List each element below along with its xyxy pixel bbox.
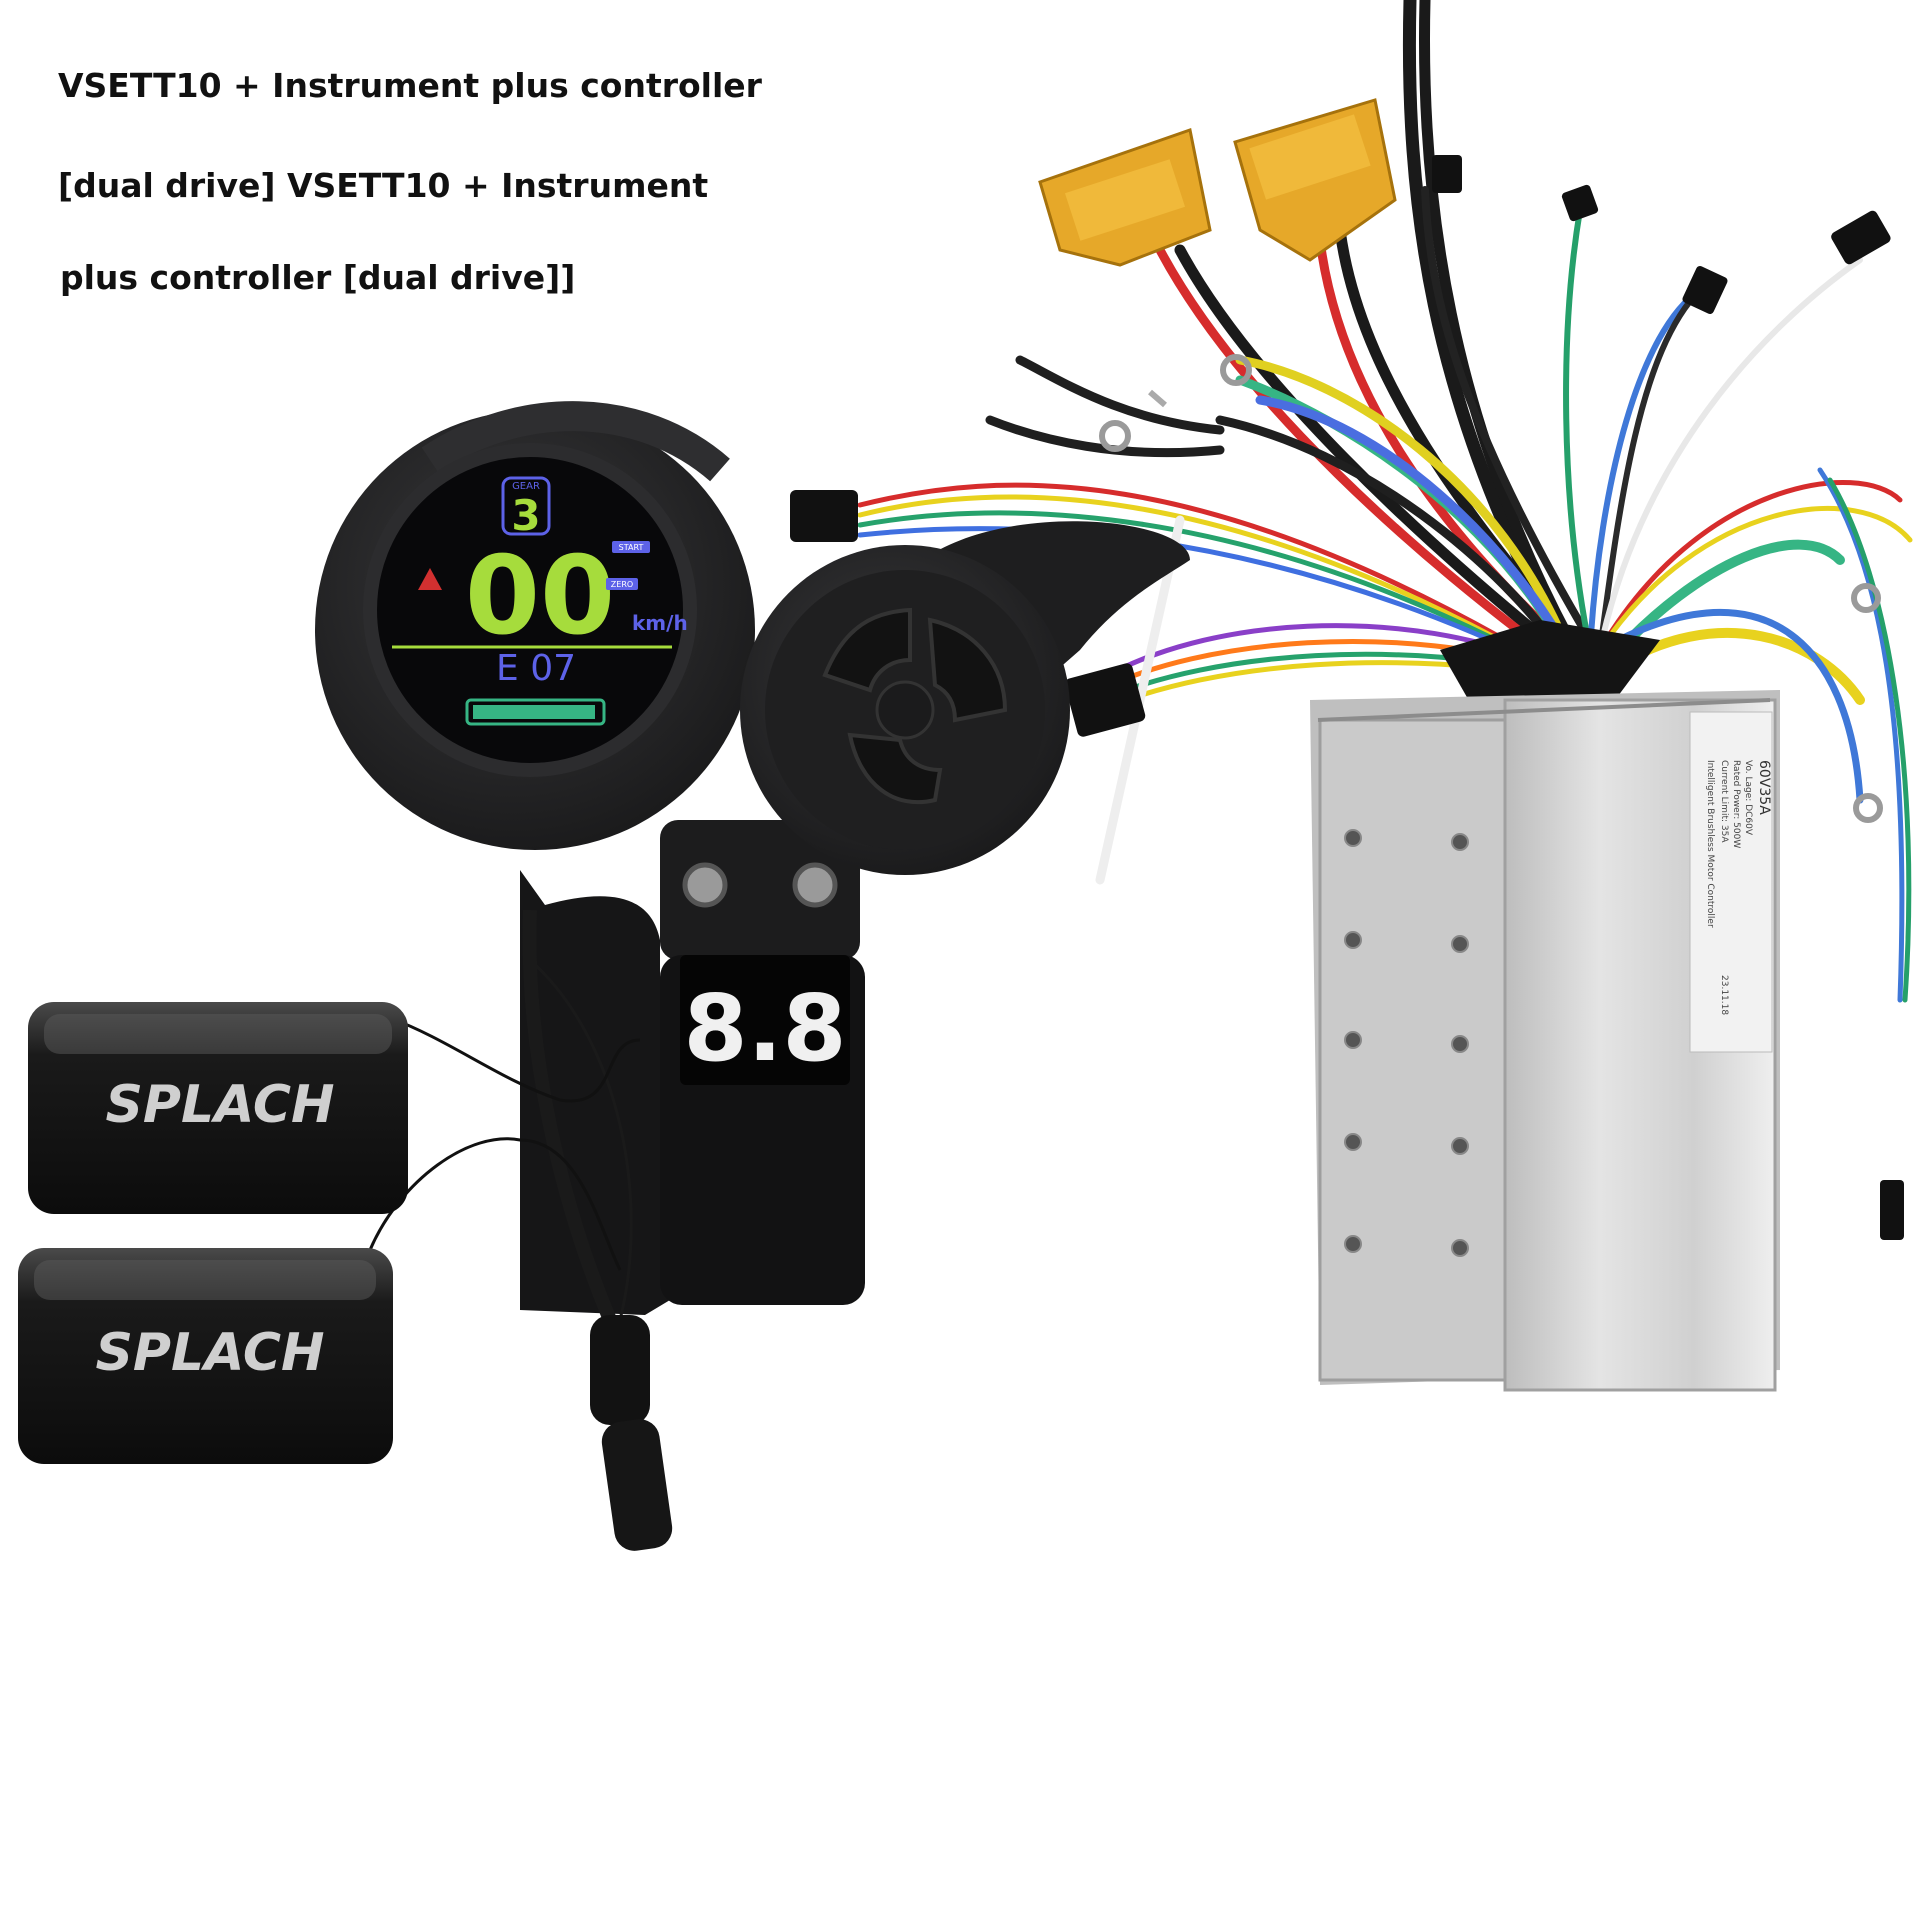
- svg-text:Current Limit: 35A: Current Limit: 35A: [1719, 760, 1729, 843]
- splach-tag-2: SPLACH: [18, 1248, 393, 1464]
- start-indicator: START: [619, 543, 644, 552]
- xt-connector-2: [1233, 98, 1397, 262]
- battery-icon: [465, 698, 606, 726]
- speed-unit: km/h: [632, 611, 688, 635]
- svg-text:60V35A: 60V35A: [1756, 760, 1772, 815]
- ring-terminals: [1099, 354, 1883, 823]
- thumb-throttle-display: 8.8: [684, 975, 847, 1082]
- speed-readout: 00: [465, 534, 615, 659]
- svg-text:Rated Power: 500W: Rated Power: 500W: [1731, 760, 1741, 848]
- display-cable: [522, 909, 633, 1323]
- tag-strings: [368, 1016, 641, 1271]
- svg-text:Intelligent Brushless Motor Co: Intelligent Brushless Motor Controller: [1705, 760, 1715, 928]
- gear-label: GEAR: [512, 481, 540, 492]
- error-code-readout: E 07: [496, 648, 576, 689]
- spade-terminal: [1148, 389, 1167, 408]
- caption-line-1: VSETT10 + Instrument plus controller: [58, 66, 762, 105]
- small-connectors: [790, 155, 1904, 1240]
- wire-harness: [857, 0, 1913, 1003]
- svg-text:Vo. Lage: DC60V: Vo. Lage: DC60V: [1743, 760, 1753, 836]
- gear-value: 3: [511, 491, 540, 540]
- svg-text:SPLACH: SPLACH: [105, 1075, 334, 1135]
- cable-plug: [590, 1315, 673, 1551]
- caption-line-3: plus controller [dual drive]]: [60, 258, 576, 297]
- xt-connector-1: [1038, 128, 1212, 267]
- svg-text:SPLACH: SPLACH: [95, 1323, 324, 1383]
- controller-spec-label: 60V35A Vo. Lage: DC60V Rated Power: 500W…: [1689, 711, 1773, 1053]
- instrument-display-unit: 8.8 GEAR 3 00 km/h START ZERO E 07: [315, 401, 1190, 1315]
- svg-text:23.11.18: 23.11.18: [1719, 975, 1729, 1015]
- splach-tag-1: SPLACH: [28, 1002, 408, 1214]
- zero-indicator: ZERO: [611, 580, 633, 589]
- caption-line-2: [dual drive] VSETT10 + Instrument: [58, 166, 709, 205]
- motor-controller: 60V35A Vo. Lage: DC60V Rated Power: 500W…: [1310, 620, 1780, 1392]
- warning-icon: [418, 568, 442, 590]
